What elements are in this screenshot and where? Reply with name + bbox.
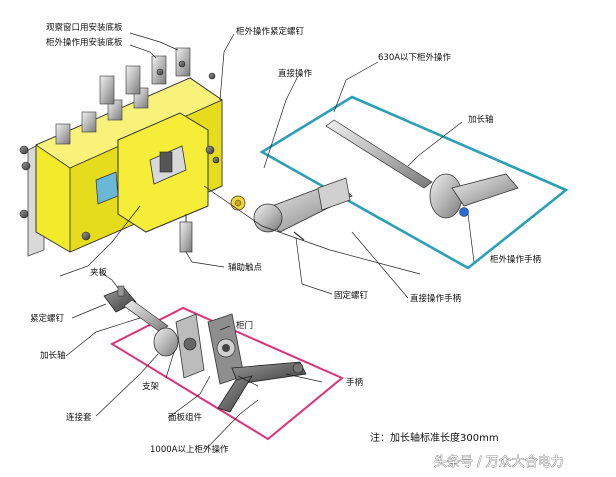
coupling-bracket-part	[153, 313, 205, 379]
label-viewing-window-plate: 观察窗口用安装底板	[46, 22, 123, 33]
label-bracket: 支架	[142, 381, 160, 392]
label-fixing-screw: 固定螺钉	[334, 290, 369, 301]
mounting-screws	[19, 60, 220, 241]
label-direct-operation-handle: 直接操作手柄	[410, 293, 462, 304]
frame-630a	[259, 95, 569, 270]
label-cabinet-door: 柜门	[236, 320, 253, 331]
handle-1000a-part	[217, 361, 307, 413]
switch-body	[35, 47, 223, 253]
label-extension-shaft-top: 加长轴	[468, 114, 494, 125]
label-operation-1000a: 1000A以上柜外操作	[150, 444, 229, 455]
label-external-handle-top: 柜外操作手柄	[490, 254, 542, 265]
label-panel-assembly: 面板组件	[168, 412, 203, 423]
footnote: 注：加长轴标准长度300mm	[370, 431, 499, 444]
label-clamp-plate: 夹板	[90, 267, 108, 278]
watermark: 头条号 / 万众大合电力	[434, 454, 564, 470]
leader-lines	[59, 32, 475, 450]
label-external-operation-plate: 柜外操作用安装底板	[46, 37, 123, 48]
label-direct-operation: 直接操作	[278, 68, 313, 79]
label-coupling-sleeve: 连接套	[66, 412, 92, 423]
label-auxiliary-contact: 辅助触点	[228, 262, 263, 273]
auxiliary-contact-part	[179, 214, 193, 253]
direct-handle-part	[253, 177, 353, 241]
label-extension-shaft-bottom: 加长轴	[40, 350, 66, 361]
label-operation-630a: 630A以下柜外操作	[378, 52, 452, 63]
extension-shaft-630a	[325, 119, 433, 189]
knob-part	[230, 195, 246, 211]
label-external-operation-screw: 柜外操作紧定螺钉	[236, 26, 305, 37]
extension-shaft-1000a	[123, 299, 169, 333]
external-handle-630a	[429, 173, 519, 219]
label-handle: 手柄	[346, 377, 364, 388]
label-set-screw: 紧定螺钉	[30, 313, 65, 324]
cabinet-door-part	[207, 313, 245, 385]
